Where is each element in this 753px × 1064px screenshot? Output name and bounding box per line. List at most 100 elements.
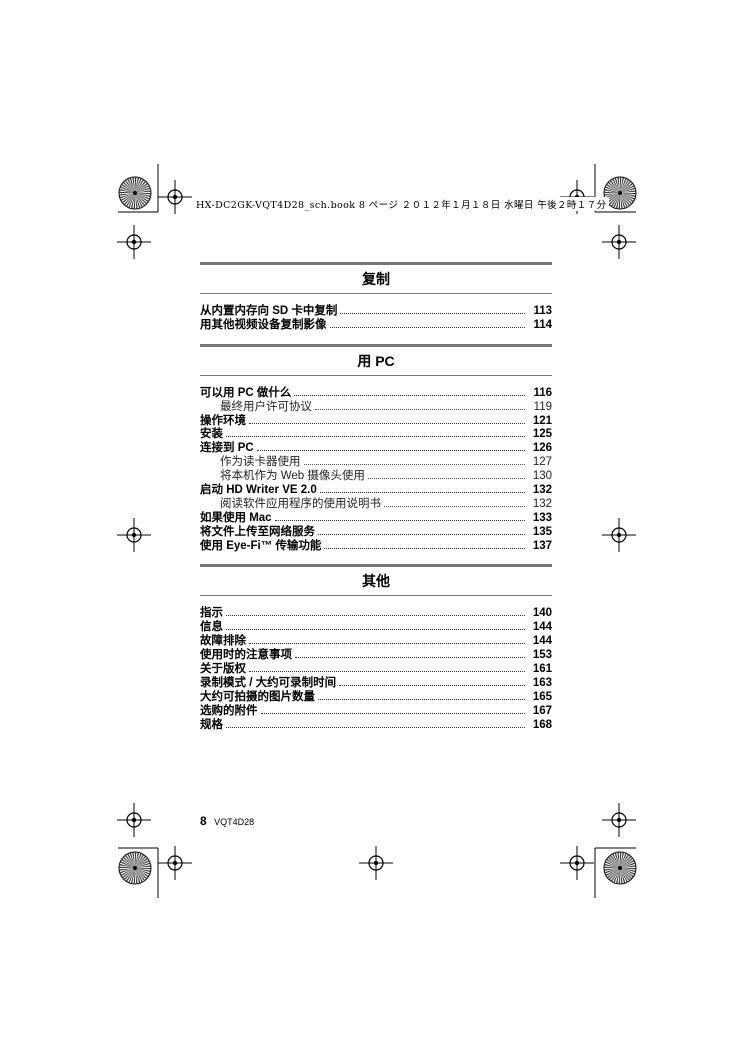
toc-entry[interactable]: 作为读卡器使用 127 bbox=[200, 455, 552, 469]
entry-page-number: 163 bbox=[532, 676, 552, 689]
entry-page-number: 168 bbox=[532, 718, 552, 731]
entry-label: 如果使用 Mac bbox=[200, 511, 272, 524]
entry-label: 用其他视频设备复制影像 bbox=[200, 318, 327, 331]
dot-leader bbox=[294, 386, 525, 396]
toc-entry[interactable]: 指示 140 bbox=[200, 606, 552, 620]
dot-leader bbox=[226, 606, 525, 617]
entry-page-number: 135 bbox=[532, 525, 552, 538]
entry-label: 大约可拍摄的图片数量 bbox=[200, 690, 315, 703]
dot-leader bbox=[226, 427, 525, 438]
toc-entry[interactable]: 选购的附件 167 bbox=[200, 704, 552, 718]
registration-crosshair bbox=[117, 518, 151, 552]
toc-entry[interactable]: 故障排除 144 bbox=[200, 634, 552, 648]
toc-entry[interactable]: 用其他视频设备复制影像 114 bbox=[200, 318, 552, 332]
entry-page-number: 127 bbox=[532, 456, 552, 469]
entry-label: 将本机作为 Web 摄像头使用 bbox=[220, 470, 365, 483]
toc-entry[interactable]: 将文件上传至网络服务 135 bbox=[200, 525, 552, 539]
dot-leader bbox=[318, 690, 525, 700]
dot-leader bbox=[249, 414, 525, 424]
color-bar-starburst bbox=[118, 176, 152, 210]
entry-page-number: 130 bbox=[532, 470, 552, 483]
section-title: 用 PC bbox=[200, 343, 552, 376]
registration-crosshair bbox=[117, 225, 151, 259]
toc-entry[interactable]: 阅读软件应用程序的使用说明书 132 bbox=[200, 497, 552, 511]
dot-leader bbox=[324, 539, 525, 549]
entry-label: 从内置内存向 SD 卡中复制 bbox=[200, 305, 338, 317]
entry-page-number: 167 bbox=[532, 704, 552, 717]
entry-page-number: 113 bbox=[533, 305, 552, 317]
dot-leader bbox=[329, 318, 525, 328]
registration-crosshair bbox=[602, 518, 636, 552]
entry-page-number: 116 bbox=[533, 386, 552, 399]
dot-leader bbox=[226, 620, 525, 631]
dot-leader bbox=[274, 511, 525, 521]
entry-page-number: 144 bbox=[532, 621, 552, 634]
entry-page-number: 161 bbox=[532, 663, 552, 676]
entry-label: 作为读卡器使用 bbox=[220, 456, 301, 469]
color-bar-starburst bbox=[603, 176, 637, 210]
toc-entry[interactable]: 信息 144 bbox=[200, 620, 552, 634]
entry-label: 故障排除 bbox=[200, 635, 246, 648]
toc-entry[interactable]: 从内置内存向 SD 卡中复制 113 bbox=[200, 304, 552, 318]
entry-page-number: 133 bbox=[532, 511, 552, 524]
entry-label: 启动 HD Writer VE 2.0 bbox=[200, 484, 317, 497]
toc-entry[interactable]: 规格 168 bbox=[200, 718, 552, 732]
toc-entry[interactable]: 使用 Eye-Fi™ 传输功能 137 bbox=[200, 539, 552, 553]
entry-label: 将文件上传至网络服务 bbox=[200, 525, 315, 538]
dot-leader bbox=[256, 441, 525, 452]
dot-leader bbox=[339, 676, 525, 686]
toc-entry[interactable]: 启动 HD Writer VE 2.0 132 bbox=[200, 483, 552, 497]
entry-label: 连接到 PC bbox=[200, 442, 254, 455]
color-bar-starburst bbox=[603, 851, 637, 885]
section-title: 复制 bbox=[200, 262, 552, 294]
entry-label: 阅读软件应用程序的使用说明书 bbox=[220, 497, 381, 510]
entry-page-number: 153 bbox=[532, 649, 552, 662]
entry-page-number: 144 bbox=[532, 635, 552, 648]
section-title: 其他 bbox=[200, 564, 552, 597]
entry-page-number: 140 bbox=[532, 607, 552, 620]
entry-page-number: 132 bbox=[532, 497, 552, 510]
dot-leader bbox=[226, 718, 525, 728]
entry-label: 最终用户许可协议 bbox=[220, 400, 312, 413]
entry-label: 使用 Eye-Fi™ 传输功能 bbox=[200, 539, 322, 552]
entry-label: 录制模式 / 大约可录制时间 bbox=[200, 676, 337, 689]
dot-leader bbox=[249, 634, 525, 645]
registration-crosshair bbox=[158, 846, 192, 880]
toc-entry[interactable]: 连接到 PC 126 bbox=[200, 441, 552, 455]
dot-leader bbox=[319, 483, 525, 494]
dot-leader bbox=[340, 304, 525, 314]
entry-label: 规格 bbox=[200, 718, 223, 731]
entry-label: 选购的附件 bbox=[200, 704, 258, 717]
dot-leader bbox=[367, 469, 525, 480]
doc-code: VQT4D28 bbox=[214, 817, 255, 827]
toc-entry[interactable]: 大约可拍摄的图片数量 165 bbox=[200, 690, 552, 704]
entry-label: 指示 bbox=[200, 607, 223, 620]
toc-entry[interactable]: 操作环境 121 bbox=[200, 414, 552, 428]
toc-entry[interactable]: 将本机作为 Web 摄像头使用 130 bbox=[200, 469, 552, 483]
entry-page-number: 132 bbox=[532, 484, 552, 497]
entry-list: 从内置内存向 SD 卡中复制 113 用其他视频设备复制影像 114 bbox=[200, 304, 552, 332]
color-bar-starburst bbox=[118, 851, 152, 885]
entry-page-number: 119 bbox=[533, 400, 552, 413]
entry-page-number: 165 bbox=[532, 690, 552, 703]
entry-page-number: 125 bbox=[532, 428, 552, 441]
dot-leader bbox=[384, 497, 525, 507]
entry-page-number: 121 bbox=[532, 414, 552, 427]
dot-leader bbox=[295, 648, 525, 659]
toc-entry[interactable]: 如果使用 Mac 133 bbox=[200, 511, 552, 525]
toc-entry[interactable]: 录制模式 / 大约可录制时间 163 bbox=[200, 676, 552, 690]
entry-page-number: 126 bbox=[532, 442, 552, 455]
entry-page-number: 137 bbox=[532, 539, 552, 552]
toc-entry[interactable]: 最终用户许可协议 119 bbox=[200, 400, 552, 414]
dot-leader bbox=[260, 704, 525, 714]
entry-label: 操作环境 bbox=[200, 414, 246, 427]
entry-label: 信息 bbox=[200, 621, 223, 634]
entry-page-number: 114 bbox=[533, 318, 552, 331]
